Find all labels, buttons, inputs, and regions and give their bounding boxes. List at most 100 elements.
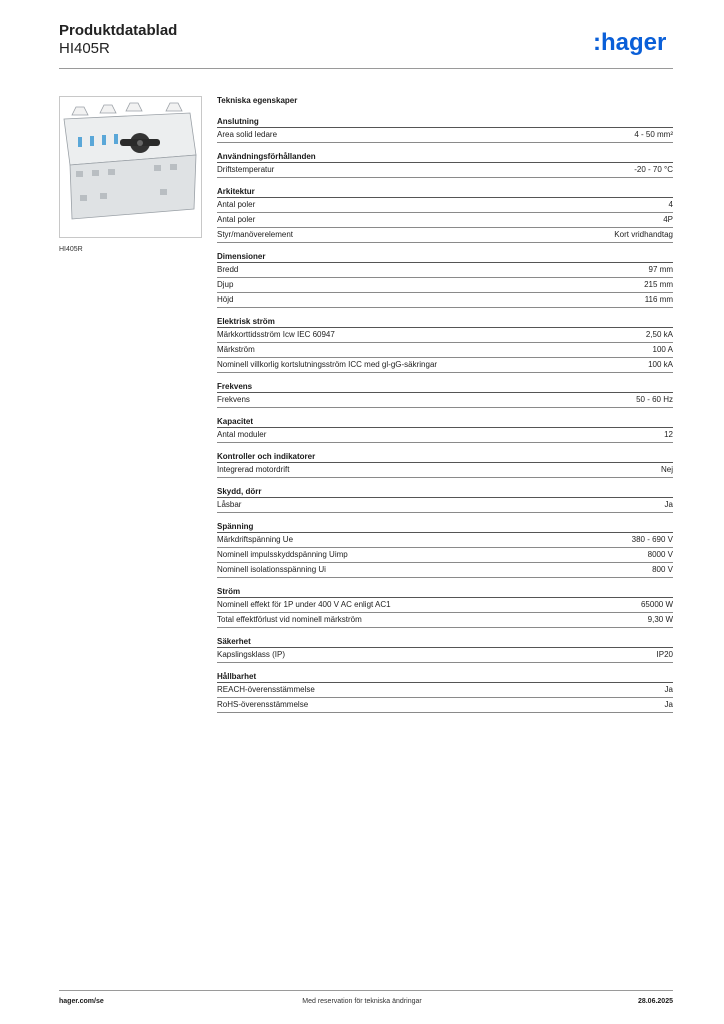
spec-label: Märkström [217, 345, 255, 354]
spec-label: Styr/manöverelement [217, 230, 294, 239]
spec-group-title: Arkitektur [217, 186, 673, 198]
spec-value: 100 kA [648, 360, 673, 369]
footer-date: 28.06.2025 [637, 998, 673, 1005]
spec-label: Märkdriftspänning Ue [217, 535, 294, 544]
spec-value: Nej [660, 465, 673, 474]
spec-value: Ja [664, 685, 673, 694]
spec-group-title: Hållbarhet [217, 671, 673, 683]
spec-row: Area solid ledare 4 - 50 mm² [217, 128, 673, 143]
spec-label: Integrerad motordrift [217, 465, 290, 474]
spec-value: 380 - 690 V [631, 535, 673, 544]
spec-group-title: Frekvens [217, 381, 673, 393]
spec-row: Integrerad motordrift Nej [217, 463, 673, 478]
spec-row: Bredd 97 mm [217, 263, 673, 278]
spec-label: Area solid ledare [217, 130, 278, 139]
spec-label: Total effektförlust vid nominell märkstr… [217, 615, 362, 624]
spec-label: Nominell villkorlig kortslutningsström I… [217, 360, 438, 369]
spec-value: 100 A [652, 345, 673, 354]
spec-value: 800 V [652, 565, 673, 574]
spec-label: RoHS-överensstämmelse [217, 700, 309, 709]
spec-value: 4 [668, 200, 673, 209]
spec-label: Antal poler [217, 215, 256, 224]
spec-value: Ja [664, 700, 673, 709]
spec-value: -20 - 70 °C [634, 165, 673, 174]
spec-row: Driftstemperatur -20 - 70 °C [217, 163, 673, 178]
hager-logo: :hager [593, 29, 666, 56]
spec-value: 116 mm [644, 295, 673, 304]
spec-label: Märkkorttidsström Icw IEC 60947 [217, 330, 335, 339]
spec-row: Nominell isolationsspänning Ui 800 V [217, 563, 673, 578]
specs-title: Tekniska egenskaper [217, 96, 298, 105]
spec-value: 215 mm [644, 280, 673, 289]
spec-group-title: Dimensioner [217, 251, 673, 263]
spec-value: 8000 V [647, 550, 673, 559]
spec-value: 12 [664, 430, 673, 439]
spec-group-title: Kontroller och indikatorer [217, 451, 673, 463]
spec-group-title: Säkerhet [217, 636, 673, 648]
spec-value: 4 - 50 mm² [634, 130, 673, 139]
spec-label: REACH-överensstämmelse [217, 685, 315, 694]
spec-group-title: Skydd, dörr [217, 486, 673, 498]
footer-disclaimer: Med reservation för tekniska ändringar [302, 998, 422, 1005]
spec-row: Nominell effekt för 1P under 400 V AC en… [217, 598, 673, 613]
footer-website: hager.com/se [59, 998, 104, 1005]
switch-illustration [60, 97, 201, 237]
spec-group-title: Användningsförhållanden [217, 151, 673, 163]
spec-row: Frekvens 50 - 60 Hz [217, 393, 673, 408]
spec-row: Kapslingsklass (IP) IP20 [217, 648, 673, 663]
spec-group-title: Elektrisk ström [217, 316, 673, 328]
spec-row: Antal moduler 12 [217, 428, 673, 443]
spec-row: Djup 215 mm [217, 278, 673, 293]
spec-label: Låsbar [217, 500, 242, 509]
header-divider [59, 68, 673, 69]
spec-label: Frekvens [217, 395, 250, 404]
spec-row: Märkdriftspänning Ue 380 - 690 V [217, 533, 673, 548]
spec-group-title: Kapacitet [217, 416, 673, 428]
spec-label: Driftstemperatur [217, 165, 275, 174]
spec-label: Nominell isolationsspänning Ui [217, 565, 326, 574]
spec-value: Ja [664, 500, 673, 509]
spec-value: 50 - 60 Hz [636, 395, 673, 404]
document-title: Produktdatablad [59, 22, 178, 39]
spec-label: Bredd [217, 265, 239, 274]
spec-value: 2,50 kA [645, 330, 673, 339]
spec-group-title: Anslutning [217, 116, 673, 128]
footer-divider [59, 990, 673, 991]
spec-label: Nominell impulsskyddspänning Uimp [217, 550, 348, 559]
spec-row: Låsbar Ja [217, 498, 673, 513]
spec-label: Djup [217, 280, 234, 289]
spec-row: Nominell impulsskyddspänning Uimp 8000 V [217, 548, 673, 563]
spec-group-title: Spänning [217, 521, 673, 533]
spec-row: Nominell villkorlig kortslutningsström I… [217, 358, 673, 373]
spec-row: Märkström 100 A [217, 343, 673, 358]
spec-row: Total effektförlust vid nominell märkstr… [217, 613, 673, 628]
product-code: HI405R [59, 40, 110, 57]
spec-value: IP20 [656, 650, 673, 659]
spec-label: Höjd [217, 295, 234, 304]
image-caption: HI405R [59, 246, 83, 253]
spec-row: REACH-överensstämmelse Ja [217, 683, 673, 698]
spec-label: Antal moduler [217, 430, 267, 439]
spec-label: Kapslingsklass (IP) [217, 650, 286, 659]
spec-row: Märkkorttidsström Icw IEC 60947 2,50 kA [217, 328, 673, 343]
spec-value: 97 mm [648, 265, 673, 274]
spec-value: 65000 W [640, 600, 673, 609]
